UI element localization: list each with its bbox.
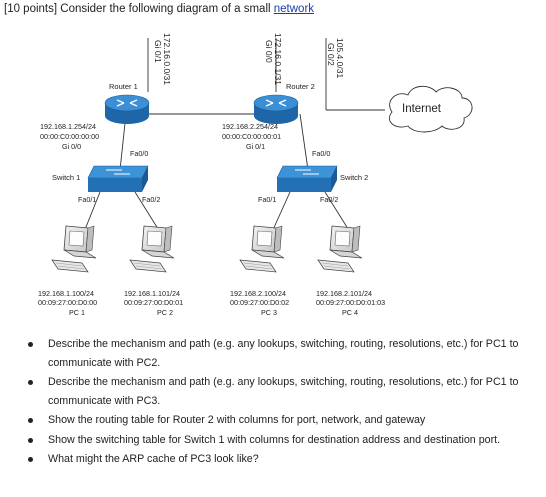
switch-1-side [142, 166, 148, 192]
r2-top-left-net-label: 172.16.0.1/31 [273, 33, 283, 85]
switch-1-port-left: Fa0/1 [78, 195, 97, 204]
router-2-name: Router 2 [286, 82, 315, 91]
router-1-ip: 192.168.1.254/24 [40, 122, 96, 131]
switch-1-port-right: Fa0/2 [142, 195, 161, 204]
cable-s2-pc3 [271, 191, 291, 233]
switch-1-top [87, 165, 149, 179]
pc-2-icon[interactable] [129, 225, 175, 273]
switch-2-port-left: Fa0/1 [258, 195, 277, 204]
network-link[interactable]: network [273, 3, 315, 15]
switch-2-top [276, 165, 338, 179]
switch-1-name: Switch 1 [52, 173, 81, 182]
pc-4-ip: 192.168.2.101/24 [316, 289, 372, 298]
router-1-port-down: Fa0/0 [130, 149, 149, 158]
r2-top-right-net-label: 105.4.0/31 [335, 38, 345, 79]
cable-s1-pc1 [83, 191, 101, 233]
task-list: Describe the mechanism and path (e.g. an… [26, 335, 538, 470]
pc-2-mac: 00:09:27:00:D0:01 [124, 298, 184, 307]
r1-top-net-label: 172.16.0.0/31 [162, 33, 172, 85]
router-1-arrows [116, 99, 138, 107]
switch-2-port-right: Fa0/2 [320, 195, 339, 204]
router-1-port-left: Gi 0/0 [62, 142, 82, 151]
r2-top-left-port-label: Gi 0/0 [264, 40, 274, 63]
router-2-icon[interactable] [253, 94, 299, 124]
switch-2-icon[interactable] [276, 165, 338, 192]
router-1-mac: 00:00:C0:00:00:00 [40, 132, 100, 141]
router-2-mac: 00:00:C0:00:00:01 [222, 132, 282, 141]
task-item: Describe the mechanism and path (e.g. an… [26, 373, 538, 410]
pc-icons [51, 225, 363, 273]
router-1-top [104, 94, 150, 112]
pc-4-name: PC 4 [342, 308, 358, 317]
switch-2-arrows [295, 169, 319, 175]
switch-2-name: Switch 2 [340, 173, 369, 182]
heading-text: [10 points] Consider the following diagr… [4, 3, 274, 15]
switch-2-side [331, 166, 337, 192]
pc-3-icon[interactable] [239, 225, 285, 273]
router-1-name: Router 1 [109, 82, 138, 91]
pc-3-ip: 192.168.2.100/24 [230, 289, 286, 298]
cable-r2-s2 [299, 113, 309, 171]
topology-graphic [51, 38, 473, 273]
switch-1-arrows [106, 169, 130, 175]
cable-s2-pc4 [324, 191, 351, 233]
router-2-ip: 192.168.2.254/24 [222, 122, 278, 131]
pc-4-icon[interactable] [317, 225, 363, 273]
pc-1-name: PC 1 [69, 308, 85, 317]
pc-3-name: PC 3 [261, 308, 277, 317]
switch-1-icon[interactable] [87, 165, 149, 192]
pc-3-mac: 00:09:27:00:D0:02 [230, 298, 290, 307]
pc-1-mac: 00:09:27:00:D0:00 [38, 298, 98, 307]
router-2-arrows [265, 99, 287, 107]
question-heading: [10 points] Consider the following diagr… [4, 3, 314, 15]
internet-cloud-icon[interactable] [388, 85, 473, 133]
pc-1-icon[interactable] [51, 225, 97, 273]
switch-1-front [88, 178, 142, 192]
task-item: Describe the mechanism and path (e.g. an… [26, 335, 538, 372]
task-item: What might the ARP cache of PC3 look lik… [26, 450, 538, 469]
task-item: Show the routing table for Router 2 with… [26, 411, 538, 430]
pc-1-ip: 192.168.1.100/24 [38, 289, 94, 298]
pc-4-mac: 00:09:27:00:D0:01:03 [316, 298, 386, 307]
cable-s1-pc2 [134, 191, 161, 233]
router-2-top [253, 94, 299, 112]
pc-2-name: PC 2 [157, 308, 173, 317]
router-1-icon[interactable] [104, 94, 150, 124]
r1-top-port-label: Gi 0/1 [153, 40, 163, 63]
router-2-port-down: Fa0/0 [312, 149, 331, 158]
r2-top-right-port-label: Gi 0/2 [326, 43, 336, 66]
switch-2-front [277, 178, 331, 192]
router-2-port-left: Gi 0/1 [246, 142, 266, 151]
pc-2-ip: 192.168.1.101/24 [124, 289, 180, 298]
internet-label: Internet [402, 103, 441, 115]
task-item: Show the switching table for Switch 1 wi… [26, 431, 538, 450]
